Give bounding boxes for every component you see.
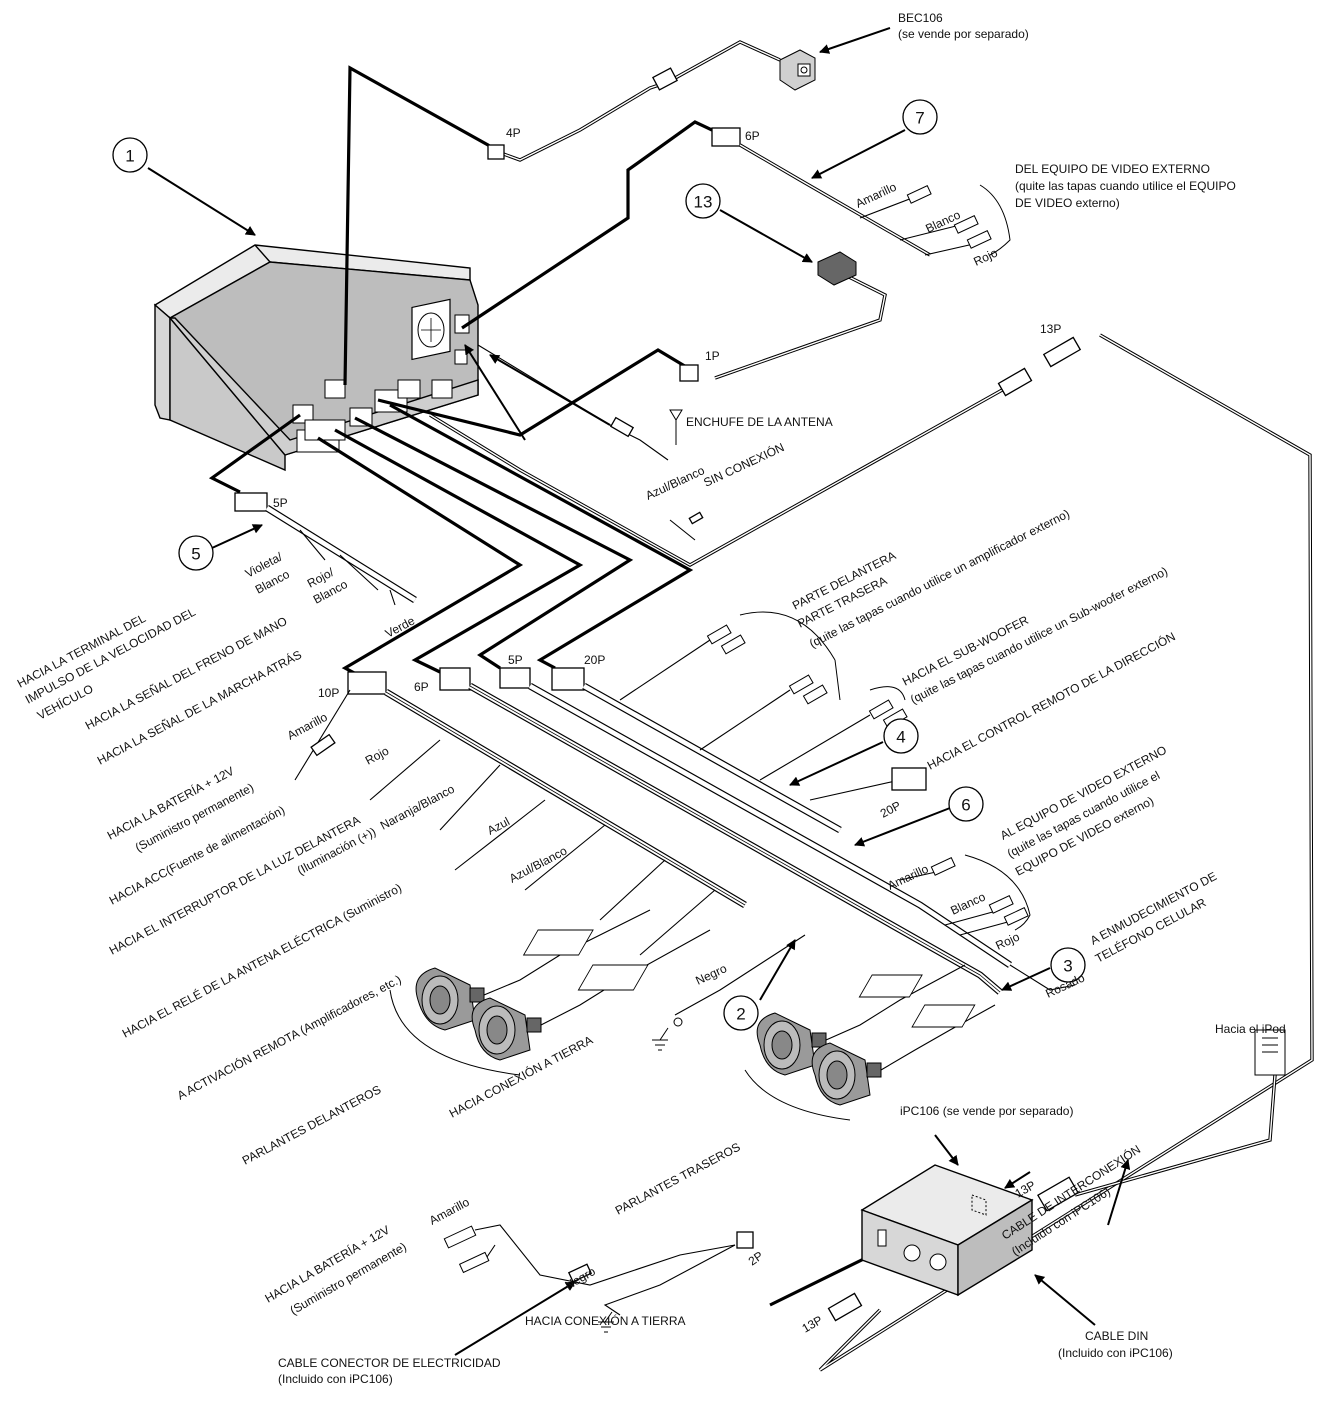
callout-5: 5 xyxy=(178,535,214,571)
wire-color-rojo-3: Rojo xyxy=(363,744,392,768)
connector-20p-remote: 20P xyxy=(878,798,903,820)
bec106-note: (se vende por separado) xyxy=(898,27,1029,41)
no-connection-label: SIN CONEXIÓN xyxy=(701,439,787,490)
bec106-cable xyxy=(487,40,816,162)
callout-7: 7 xyxy=(902,99,938,135)
connector-6p-top: 6P xyxy=(745,129,760,143)
rear-sockets xyxy=(292,314,470,453)
front-speaker-left xyxy=(415,967,485,1031)
antenna-label: ENCHUFE DE LA ANTENA xyxy=(686,415,833,429)
connector-4p: 4P xyxy=(506,126,521,140)
connector-6p-mid: 6P xyxy=(414,680,429,694)
callout-1: 1 xyxy=(112,137,148,173)
bec106-camera-icon xyxy=(779,49,816,91)
subwoofer-note: (quite las tapas cuando utilice un Sub-w… xyxy=(908,564,1170,707)
connector-2p: 2P xyxy=(746,1249,766,1269)
rear-speaker-left xyxy=(756,1012,827,1076)
gps-antenna xyxy=(679,251,887,382)
callout-2-number: 2 xyxy=(736,1005,745,1024)
wire-color-amarillo-2: Amarillo xyxy=(885,862,930,893)
power-cable-note: (Incluido con iPC106) xyxy=(278,1372,393,1386)
connector-5p-left: 5P xyxy=(273,496,288,510)
power-antenna-label: HACIA EL RELÉ DE LA ANTENA ELÉCTRICA (Su… xyxy=(119,880,404,1041)
ground-label-2: HACIA CONEXIÓN A TIERRA xyxy=(525,1313,686,1328)
front-speaker-right xyxy=(471,997,542,1061)
connector-5p-mid: 5P xyxy=(508,653,523,667)
connector-13p-ipc-bottom: 13P xyxy=(800,1313,825,1336)
rca-plug-icon xyxy=(706,624,908,729)
ipc-power-cable xyxy=(443,1224,863,1333)
front-speakers-label: PARLANTES DELANTEROS xyxy=(240,1082,384,1167)
video-in-title: DEL EQUIPO DE VIDEO EXTERNO xyxy=(1015,162,1210,176)
13p-cable xyxy=(429,333,1314,1372)
wire-color-blanco-2: Blanco xyxy=(948,889,987,917)
wire-color-negro-1: Negro xyxy=(693,961,729,988)
callout-7-number: 7 xyxy=(915,109,924,128)
callout-5-number: 5 xyxy=(191,545,200,564)
power-cable-label: CABLE CONECTOR DE ELECTRICIDAD xyxy=(278,1356,501,1370)
cooling-fan-icon xyxy=(411,298,451,361)
speaker-wires xyxy=(389,909,996,1121)
connector-13p-top: 13P xyxy=(1040,322,1061,336)
wire-color-amarillo-3: Amarillo xyxy=(285,710,330,743)
callout-2: 2 xyxy=(723,995,759,1031)
wire-color-azul: Azul xyxy=(485,814,512,837)
callout-13: 13 xyxy=(685,183,721,219)
rear-speaker-right xyxy=(811,1042,882,1106)
video-in-cable xyxy=(711,127,1011,257)
leader-arrows xyxy=(147,27,1131,1356)
callout-6-number: 6 xyxy=(961,796,970,815)
speed-pulse-label-2: IMPULSO DE LA VELOCIDAD DEL xyxy=(23,605,198,707)
ipc106-label: iPC106 (se vende por separado) xyxy=(900,1104,1073,1118)
rca-plug-icon xyxy=(930,857,1029,926)
callout-4: 4 xyxy=(883,718,919,754)
ipod-cable xyxy=(1037,1029,1286,1212)
din-cable-note: (Incluido con iPC106) xyxy=(1058,1346,1173,1360)
bec106-label: BEC106 xyxy=(898,11,943,25)
ipc106-box xyxy=(860,1164,1034,1297)
callout-13-number: 13 xyxy=(694,193,713,212)
connector-10p: 10P xyxy=(318,686,339,700)
wire-color-azul-blanco-1: Azul/Blanco xyxy=(643,463,707,503)
callout-3: 3 xyxy=(1050,947,1086,983)
callout-6: 6 xyxy=(948,786,984,822)
video-in-note-2: DE VIDEO externo) xyxy=(1015,196,1120,210)
wire-color-amarillo-4: Amarillo xyxy=(427,1195,472,1228)
wire-color-rojo-1: Rojo xyxy=(971,245,1000,268)
rca-plug-icon xyxy=(906,185,992,249)
ipod-label: Hacia el iPod xyxy=(1215,1022,1286,1036)
head-unit xyxy=(153,244,479,472)
main-harness xyxy=(294,611,1076,1016)
5p-small-harness xyxy=(234,492,417,606)
callout-1-number: 1 xyxy=(125,147,134,166)
connector-1p: 1P xyxy=(705,349,720,363)
connector-20p: 20P xyxy=(584,653,605,667)
din-cable-label: CABLE DIN xyxy=(1085,1329,1148,1343)
video-in-note-1: (quite las tapas cuando utilice el EQUIP… xyxy=(1015,179,1236,193)
video-out-title: AL EQUIPO DE VIDEO EXTERNO xyxy=(998,743,1169,843)
rear-speakers-label: PARLANTES TRASEROS xyxy=(613,1140,743,1218)
antenna-plug xyxy=(477,344,683,461)
wire-color-rojo-2: Rojo xyxy=(993,929,1022,952)
ground-symbol-icon xyxy=(652,1017,683,1051)
callout-4-number: 4 xyxy=(896,728,905,747)
callout-3-number: 3 xyxy=(1063,957,1072,976)
